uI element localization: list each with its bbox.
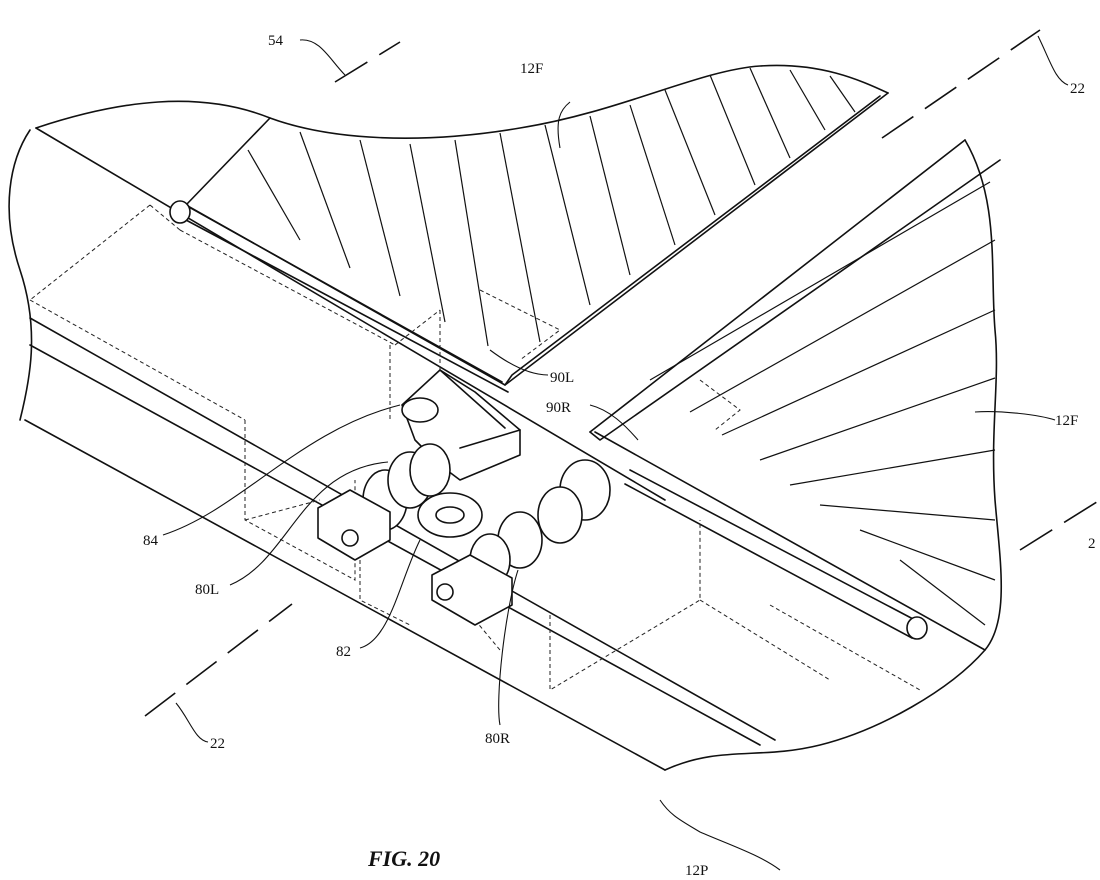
label-22-top: 22 xyxy=(1070,81,1085,97)
label-12P: 12P xyxy=(685,863,708,879)
axis-22 xyxy=(144,29,1100,743)
label-90R: 90R xyxy=(546,400,571,416)
label-22-bottom: 22 xyxy=(210,736,225,752)
base-edges xyxy=(24,127,986,771)
flap-12F-right xyxy=(589,139,1001,626)
axis-54 xyxy=(299,39,401,83)
roller-80R xyxy=(431,459,611,626)
flap-12F-top xyxy=(185,67,889,386)
leader-lines xyxy=(162,101,1056,871)
panel-12P-outline xyxy=(8,129,1002,771)
hinge-rod-right xyxy=(624,469,928,640)
figure-caption: FIG. 20 xyxy=(367,846,440,871)
label-12F-right: 12F xyxy=(1055,413,1078,429)
label-82: 82 xyxy=(336,644,351,660)
panel-12F-top-outline xyxy=(35,64,889,139)
label-84: 84 xyxy=(143,533,159,549)
label-90L: 90L xyxy=(550,370,574,386)
roller-80L xyxy=(317,443,451,561)
label-80L: 80L xyxy=(195,582,219,598)
label-54: 54 xyxy=(268,33,284,49)
label-12F-top: 12F xyxy=(520,61,543,77)
gear-82 xyxy=(417,492,483,538)
label-80R: 80R xyxy=(485,731,510,747)
hinge-rod-left xyxy=(169,200,509,393)
label-22-right: 2 xyxy=(1088,536,1096,552)
